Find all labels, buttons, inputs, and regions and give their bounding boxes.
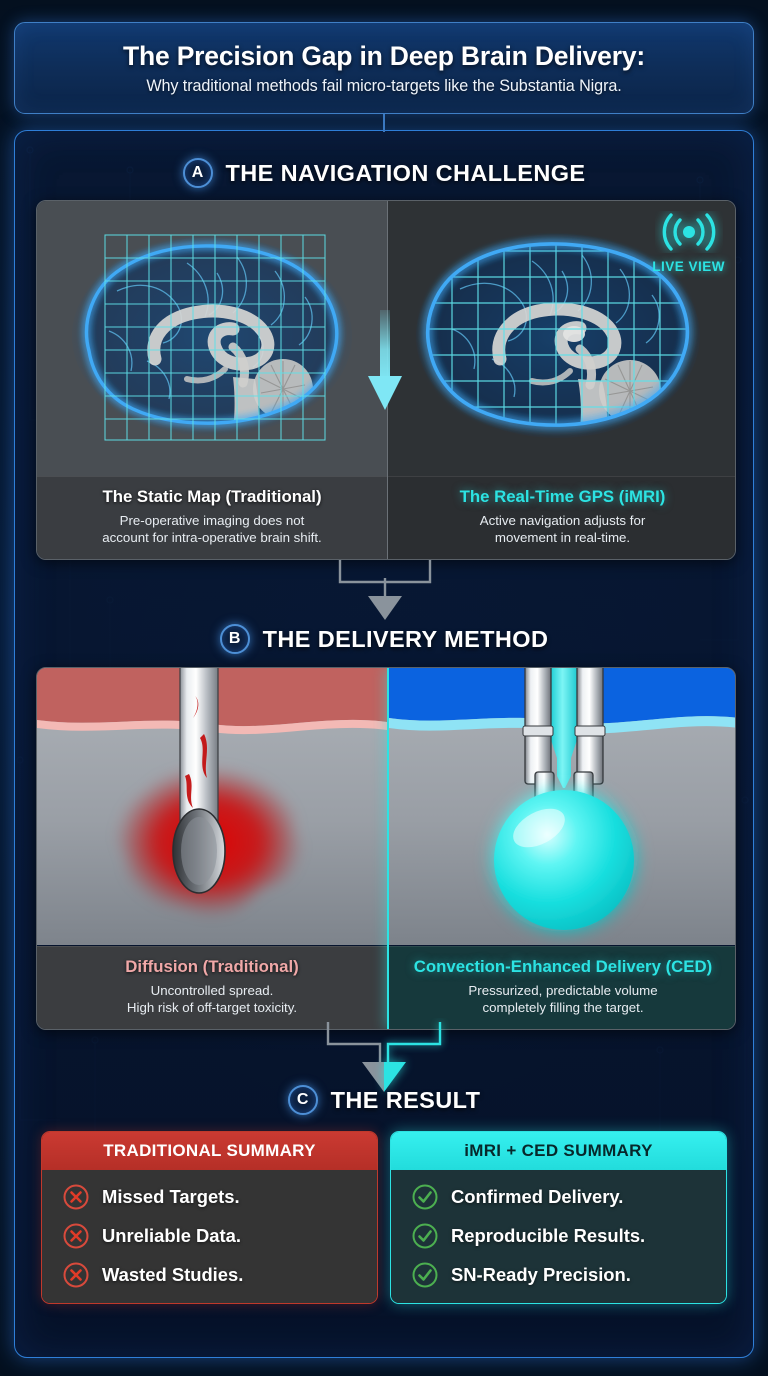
x-circle-icon xyxy=(63,1184,89,1210)
traditional-summary-title: TRADITIONAL SUMMARY xyxy=(42,1132,377,1170)
panel-diffusion[interactable]: Diffusion (Traditional) Uncontrolled spr… xyxy=(37,668,387,1029)
live-view-label: LIVE VIEW xyxy=(652,259,725,274)
realtime-gps-caption: The Real-Time GPS (iMRI) Active navigati… xyxy=(388,475,735,559)
results-cards: TRADITIONAL SUMMARY Missed Targets. Unre… xyxy=(41,1131,727,1304)
brain-transition-arrow xyxy=(368,310,402,410)
check-circle-icon xyxy=(412,1184,438,1210)
list-item: Missed Targets. xyxy=(62,1183,377,1211)
static-map-body-1: Pre-operative imaging does not xyxy=(119,512,305,528)
diffusion-body-1: Uncontrolled spread. xyxy=(150,982,274,998)
list-item-label: SN-Ready Precision. xyxy=(451,1264,631,1285)
static-map-caption: The Static Map (Traditional) Pre-operati… xyxy=(37,475,387,559)
list-item-label: Confirmed Delivery. xyxy=(451,1186,624,1207)
static-map-heading: The Static Map (Traditional) xyxy=(102,486,322,506)
realtime-gps-body-1: Active navigation adjusts for xyxy=(479,512,646,528)
header-title-box: The Precision Gap in Deep Brain Delivery… xyxy=(14,22,754,114)
advanced-summary-title: iMRI + CED SUMMARY xyxy=(391,1132,726,1170)
section-badge-c: C xyxy=(287,1085,318,1115)
page-title: The Precision Gap in Deep Brain Delivery… xyxy=(123,40,645,71)
list-item: Confirmed Delivery. xyxy=(411,1183,726,1211)
advanced-summary-list: Confirmed Delivery. Reproducible Results… xyxy=(391,1170,726,1303)
realtime-gps-heading: The Real-Time GPS (iMRI) xyxy=(459,486,666,506)
static-map-visual xyxy=(37,201,387,476)
ced-body-2: completely filling the target. xyxy=(482,1000,644,1016)
ced-body-1: Pressurized, predictable volume xyxy=(468,982,658,998)
diffusion-visual xyxy=(37,668,387,946)
section-badge-a: A xyxy=(182,158,213,188)
section-header-b: B THE DELIVERY METHOD xyxy=(0,624,768,654)
check-circle-icon xyxy=(412,1223,438,1249)
x-circle-icon xyxy=(63,1223,89,1249)
x-circle-icon xyxy=(63,1262,89,1288)
list-item-label: Missed Targets. xyxy=(102,1186,240,1207)
brain-grid-static-icon xyxy=(72,234,352,441)
section-header-c: C THE RESULT xyxy=(0,1085,768,1115)
realtime-gps-body-2: movement in real-time. xyxy=(494,530,631,546)
card-imri-ced-summary[interactable]: iMRI + CED SUMMARY Confirmed Delivery. R… xyxy=(390,1131,727,1304)
page-subtitle: Why traditional methods fail micro-targe… xyxy=(146,76,622,95)
delivery-comparison-row: Diffusion (Traditional) Uncontrolled spr… xyxy=(36,667,736,1030)
section-title-b: THE DELIVERY METHOD xyxy=(262,625,549,652)
section-header-a: A THE NAVIGATION CHALLENGE xyxy=(0,158,768,188)
list-item: Wasted Studies. xyxy=(62,1261,377,1289)
list-item: Unreliable Data. xyxy=(62,1222,377,1250)
section-badge-b: B xyxy=(219,624,250,654)
list-item-label: Reproducible Results. xyxy=(451,1225,646,1246)
section-title-a: THE NAVIGATION CHALLENGE xyxy=(225,159,586,186)
static-map-body-2: account for intra-operative brain shift. xyxy=(102,530,322,546)
list-item-label: Wasted Studies. xyxy=(102,1264,244,1285)
panel-static-map[interactable]: The Static Map (Traditional) Pre-operati… xyxy=(37,201,387,559)
live-view-badge: LIVE VIEW xyxy=(652,211,725,274)
list-item-label: Unreliable Data. xyxy=(102,1225,241,1246)
diffusion-heading: Diffusion (Traditional) xyxy=(125,956,299,976)
multiport-cannula-cyan-sphere-icon xyxy=(389,668,735,945)
ced-infusion-sphere xyxy=(494,790,634,930)
connector-a-to-b xyxy=(338,560,432,620)
ced-visual xyxy=(389,668,735,946)
section-title-c: THE RESULT xyxy=(330,1086,481,1113)
ced-heading: Convection-Enhanced Delivery (CED) xyxy=(413,956,713,976)
header-connector-stem xyxy=(383,114,385,132)
ced-caption: Convection-Enhanced Delivery (CED) Press… xyxy=(389,945,735,1029)
check-circle-icon xyxy=(412,1262,438,1288)
panel-ced[interactable]: Convection-Enhanced Delivery (CED) Press… xyxy=(387,668,735,1029)
panel-realtime-gps[interactable]: LIVE VIEW The Real-Time GPS (iMRI) Activ… xyxy=(387,201,735,559)
list-item: SN-Ready Precision. xyxy=(411,1261,726,1289)
traditional-summary-list: Missed Targets. Unreliable Data. Wasted … xyxy=(42,1170,377,1303)
realtime-gps-visual: LIVE VIEW xyxy=(388,201,735,476)
broadcast-signal-icon xyxy=(662,213,715,251)
diffusion-body-2: High risk of off-target toxicity. xyxy=(126,1000,298,1016)
needle-red-diffusion-icon xyxy=(37,668,387,945)
list-item: Reproducible Results. xyxy=(411,1222,726,1250)
diffusion-caption: Diffusion (Traditional) Uncontrolled spr… xyxy=(37,945,387,1029)
card-traditional-summary[interactable]: TRADITIONAL SUMMARY Missed Targets. Unre… xyxy=(41,1131,378,1304)
